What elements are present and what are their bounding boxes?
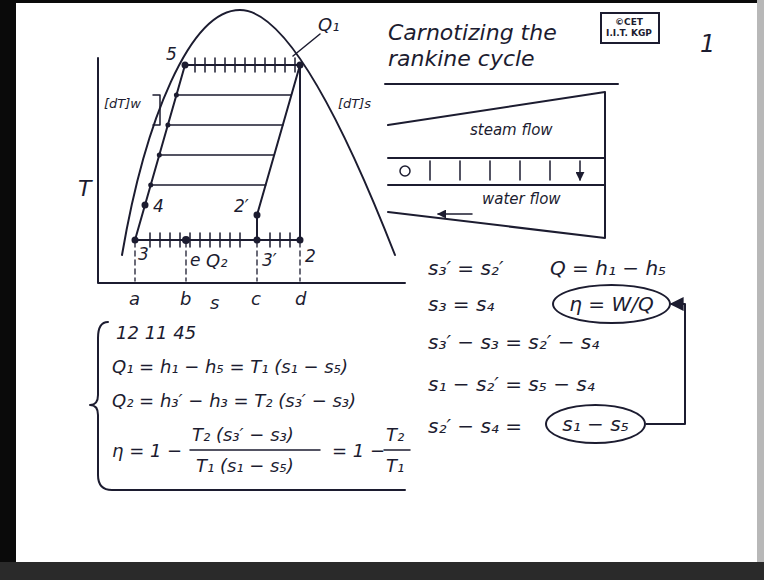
expansion-line bbox=[257, 65, 300, 240]
point-circle bbox=[400, 166, 410, 176]
frame-edge bbox=[757, 0, 764, 562]
equation: s₂′ − s₄ = bbox=[428, 414, 522, 438]
fraction-denominator: T₁ (s₁ − s₅) bbox=[196, 455, 294, 477]
heat-label: Q₂ bbox=[206, 250, 227, 272]
node-text: η = W/Q bbox=[568, 292, 655, 316]
bleed-arrows bbox=[430, 161, 580, 180]
fraction-numerator: T₂ (s₃′ − s₃) bbox=[192, 424, 294, 446]
slide-heading: Carnotizing the rankine cycle bbox=[388, 20, 588, 73]
equation: s₁ − s₂′ = s₅ − s₄ bbox=[428, 372, 595, 396]
state-number: 4 bbox=[153, 196, 164, 216]
state-point bbox=[148, 183, 153, 188]
axis-tick: b bbox=[180, 288, 191, 310]
state-point bbox=[182, 62, 189, 69]
flow-channel bbox=[388, 158, 605, 185]
axis-tick: a bbox=[129, 288, 140, 310]
equation: η = 1 − bbox=[112, 440, 182, 462]
state-number: 2 bbox=[305, 246, 316, 266]
hatch-marks bbox=[150, 233, 290, 247]
feed-water-line bbox=[135, 65, 185, 240]
equation: Q₂ = h₃′ − h₃ = T₂ (s₃′ − s₃) bbox=[112, 390, 356, 412]
state-number: 3′ bbox=[262, 250, 277, 270]
state-point bbox=[165, 123, 170, 128]
equation: s₃ = s₄ bbox=[428, 292, 494, 316]
temperature-step: [dT]w bbox=[104, 96, 141, 112]
state-point bbox=[254, 212, 261, 219]
circled-equation: η = W/Q bbox=[552, 284, 671, 324]
state-number: 5 bbox=[166, 44, 177, 64]
frame-edge bbox=[0, 0, 764, 3]
underline bbox=[385, 83, 618, 85]
flow-arrow bbox=[438, 213, 472, 215]
hatch-marks bbox=[195, 58, 295, 72]
cycle-sequence: 12 11 45 bbox=[116, 322, 196, 344]
equation: Q = h₁ − h₅ bbox=[550, 256, 666, 280]
node-text: ©CET I.I.T. KGP bbox=[606, 17, 652, 39]
state-point bbox=[142, 202, 149, 209]
state-point bbox=[174, 93, 179, 98]
page-number: 1 bbox=[700, 30, 715, 59]
equation: Q₁ = h₁ − h₅ = T₁ (s₁ − s₅) bbox=[112, 356, 348, 378]
heat-label: Q₁ bbox=[318, 14, 339, 36]
projection-lines bbox=[135, 242, 300, 281]
frame-edge bbox=[0, 0, 16, 580]
state-point bbox=[297, 62, 304, 69]
fraction-numerator: T₂ bbox=[386, 424, 404, 446]
leader-line bbox=[293, 34, 320, 56]
node-text: s₁ − s₅ bbox=[561, 412, 630, 436]
state-point bbox=[297, 237, 304, 244]
copyright-box: ©CET I.I.T. KGP bbox=[600, 12, 660, 44]
circled-term: s₁ − s₅ bbox=[545, 404, 646, 444]
isentropic-line bbox=[299, 65, 301, 240]
frame-edge bbox=[0, 562, 764, 580]
axis-label: T bbox=[78, 176, 91, 202]
axis-label: s bbox=[210, 292, 219, 314]
saturation-dome bbox=[122, 10, 395, 255]
flow-label: water flow bbox=[482, 190, 561, 208]
state-point bbox=[132, 237, 139, 244]
state-number: 2′ bbox=[234, 196, 249, 216]
equation: s₃′ = s₂′ bbox=[428, 256, 503, 280]
equation: s₃′ − s₃ = s₂′ − s₄ bbox=[428, 330, 599, 354]
state-number: e bbox=[190, 250, 200, 270]
axis-tick: d bbox=[295, 288, 306, 310]
flow-label: steam flow bbox=[470, 121, 553, 139]
brace bbox=[90, 322, 405, 490]
equation: = 1 − bbox=[332, 440, 385, 462]
turbine-outline bbox=[388, 92, 605, 238]
state-point bbox=[254, 237, 261, 244]
fraction-denominator: T₁ bbox=[386, 455, 404, 477]
temperature-step: [dT]s bbox=[338, 96, 371, 112]
state-point bbox=[157, 153, 162, 158]
connector-arrow bbox=[646, 304, 685, 424]
state-number: 3 bbox=[138, 244, 149, 264]
state-point bbox=[182, 236, 190, 244]
heat-addition-line bbox=[185, 64, 300, 66]
axis-tick: c bbox=[251, 288, 261, 310]
regeneration-steps bbox=[151, 95, 292, 185]
bracket bbox=[153, 95, 160, 125]
